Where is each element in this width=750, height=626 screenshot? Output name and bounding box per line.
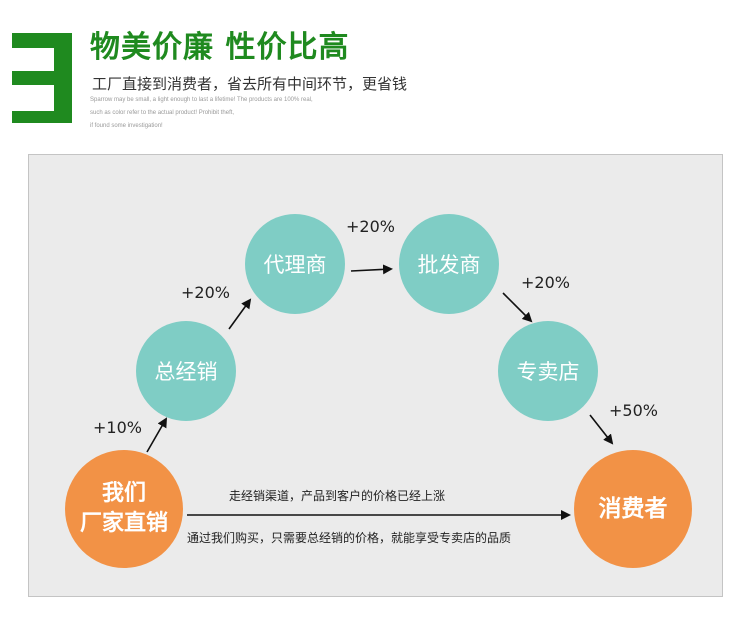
node-consumer-label: 消费者 xyxy=(598,496,668,522)
node-general-distributor: 总经销 xyxy=(136,321,236,421)
node-factory-direct: 我们 厂家直销 xyxy=(65,450,183,568)
node-general-distributor-label: 总经销 xyxy=(154,360,218,384)
node-agent: 代理商 xyxy=(245,214,345,314)
english-caption-line-3: if found some investigation! xyxy=(90,123,163,129)
markup-wholesale-to-store: +20% xyxy=(521,273,570,292)
direct-route-note-1: 走经销渠道，产品到客户的价格已经上涨 xyxy=(229,489,446,503)
node-factory-direct-label-1: 我们 xyxy=(101,481,146,506)
node-specialty-store: 专卖店 xyxy=(498,321,598,421)
node-wholesaler-label: 批发商 xyxy=(417,253,481,277)
arrow-agent-to-wholesale xyxy=(350,264,393,275)
english-caption-line-2: such as color refer to the actual produc… xyxy=(90,110,235,116)
node-factory-direct-label-2: 厂家直销 xyxy=(79,511,168,536)
diagram-arrows xyxy=(146,264,614,520)
page-subtitle: 工厂直接到消费者，省去所有中间环节，更省钱 xyxy=(92,75,408,93)
markup-general-to-agent: +20% xyxy=(181,283,230,302)
english-caption-line-1: Sparrow may be small, a light enough to … xyxy=(90,97,313,103)
direct-route-note-2: 通过我们购买，只需要总经销的价格，就能享受专卖店的品质 xyxy=(187,531,512,545)
arrow-general-to-agent xyxy=(228,298,252,330)
node-agent-label: 代理商 xyxy=(263,253,327,277)
page-title: 物美价廉 性价比高 xyxy=(90,30,350,65)
arrow-factory-to-general xyxy=(146,417,167,453)
arrow-wholesale-to-store xyxy=(502,292,533,323)
node-consumer: 消费者 xyxy=(574,450,692,568)
node-wholesaler: 批发商 xyxy=(399,214,499,314)
markup-factory-to-general: +10% xyxy=(93,418,142,437)
markup-store-to-consumer: +50% xyxy=(609,401,658,420)
arrow-store-to-consumer xyxy=(589,414,614,445)
brand-logo-icon xyxy=(12,33,72,123)
markup-agent-to-wholesale: +20% xyxy=(346,217,395,236)
distribution-diagram-panel: 总经销 代理商 批发商 专卖店 我们 厂家直销 消费者 +10% +20% +2… xyxy=(28,154,723,597)
node-specialty-store-label: 专卖店 xyxy=(516,360,580,384)
